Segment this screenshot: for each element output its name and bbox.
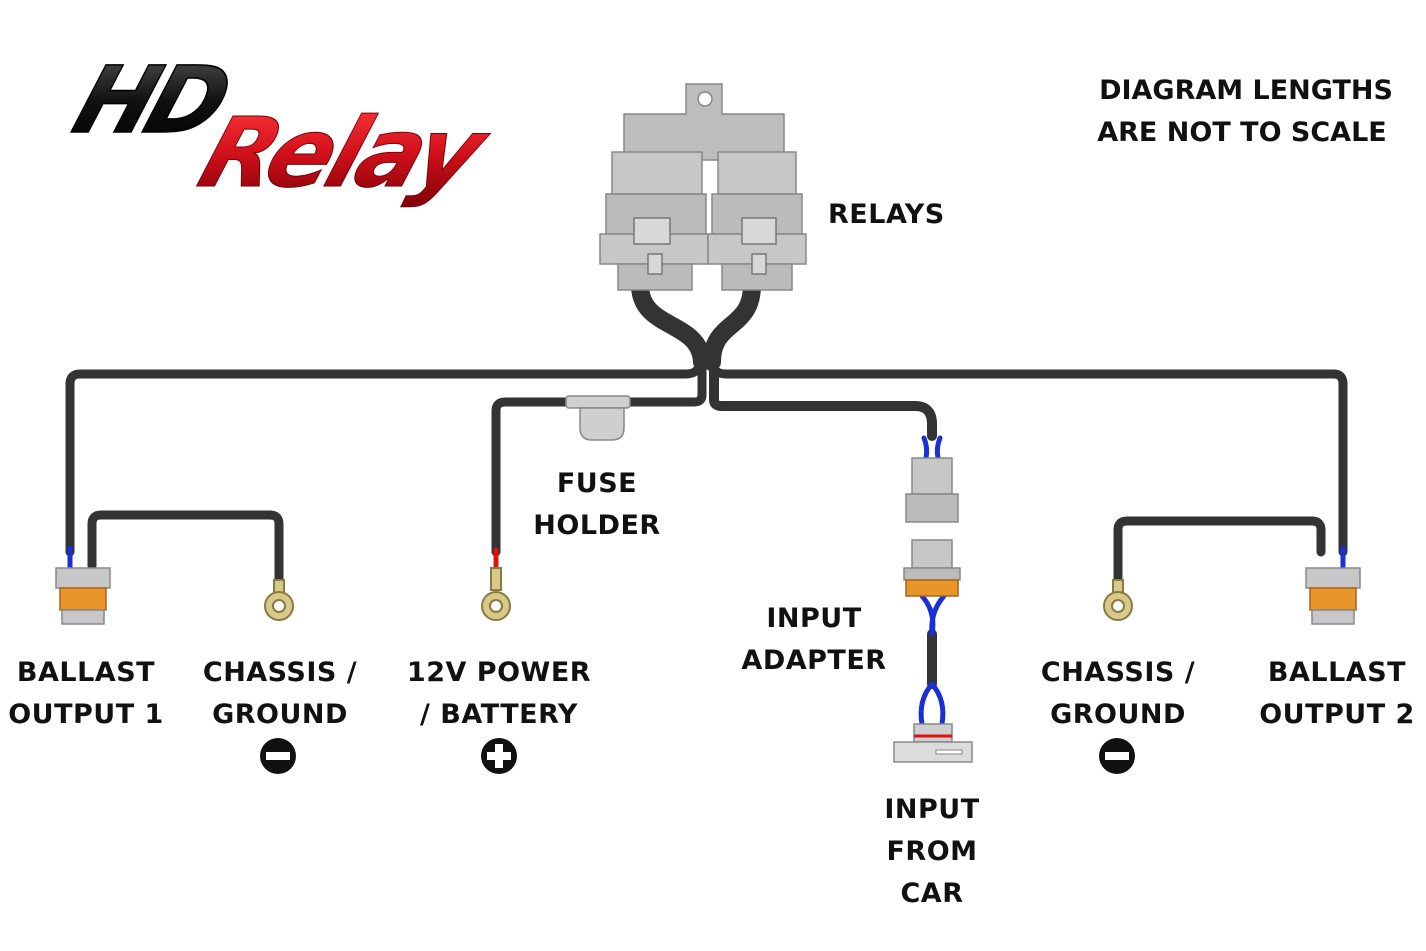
scale-note: DIAGRAM LENGTHS ARE NOT TO SCALE [1097, 75, 1393, 148]
ballast-output-2-label: BALLAST OUTPUT 2 [1254, 652, 1420, 736]
wire-ground-left [87, 510, 284, 595]
relays-label: RELAYS [828, 194, 945, 236]
blue-pair-adapter-top [921, 435, 943, 461]
ring-terminal-ground-left [264, 579, 294, 621]
colored-wire-ends [67, 435, 1346, 727]
chassis-ground-left-label-line2: GROUND [212, 699, 348, 730]
chassis-ground-left-label: CHASSIS / GROUND [198, 652, 362, 736]
relays-label-text: RELAYS [828, 199, 945, 230]
plus-icon [481, 738, 517, 774]
input-from-car-label-line3: CAR [900, 878, 964, 909]
bracket-hole [697, 91, 713, 107]
minus-icon-right [1099, 738, 1135, 774]
ring-terminals [264, 567, 1133, 621]
blue-pair-adapter-bottom [918, 681, 946, 727]
ballast-output-1-label-line1: BALLAST [16, 657, 156, 688]
fuse-holder-label-line1: FUSE [556, 468, 638, 499]
power-battery-label-line2: / BATTERY [420, 699, 578, 730]
ring-terminal-power [481, 567, 511, 621]
ballast-output-1-label: BALLAST OUTPUT 1 [4, 652, 168, 736]
blue-pair-adapter-mid [919, 593, 947, 637]
input-from-car-label: INPUT FROM CAR [872, 789, 992, 915]
ballast-output-2-label-line1: BALLAST [1267, 657, 1407, 688]
relay-right [707, 151, 807, 291]
fuse-holder-label: FUSE HOLDER [524, 463, 670, 547]
wires [65, 276, 1348, 689]
minus-icon-left [260, 738, 296, 774]
scale-note-line2: ARE NOT TO SCALE [1097, 117, 1386, 148]
chassis-ground-left-label-line1: CHASSIS / [202, 657, 358, 688]
power-battery-label: 12V POWER / BATTERY [404, 652, 594, 736]
scale-note-line1: DIAGRAM LENGTHS [1099, 75, 1393, 106]
logo-hd-text: HD [62, 47, 241, 154]
ballast-output-2-label-line2: OUTPUT 2 [1259, 699, 1415, 730]
input-adapter-connector [903, 457, 961, 597]
input-adapter-label-line2: ADAPTER [741, 645, 887, 676]
wire-input [709, 365, 937, 441]
harness-right [703, 276, 761, 371]
relay-left [599, 151, 709, 291]
ballast-connector-2 [1305, 567, 1361, 625]
input-adapter-label-line1: INPUT [766, 603, 862, 634]
car-input-plug [893, 723, 973, 763]
fuse-holder-label-line2: HOLDER [533, 510, 661, 541]
chassis-ground-right-label: CHASSIS / GROUND [1036, 652, 1200, 736]
input-from-car-label-line2: FROM [886, 836, 978, 867]
chassis-ground-right-label-line2: GROUND [1050, 699, 1186, 730]
fuse-holder [565, 395, 631, 441]
ring-terminal-ground-right [1103, 579, 1133, 621]
logo-relay-text: Relay [187, 98, 502, 209]
ballast-connector-1 [55, 567, 111, 625]
hd-relay-logo: HD Relay [61, 46, 503, 209]
input-adapter-label: INPUT ADAPTER [736, 598, 892, 682]
ballast-output-1-label-line2: OUTPUT 1 [8, 699, 164, 730]
input-from-car-label-line1: INPUT [884, 794, 980, 825]
wire-ground-right [1113, 516, 1326, 595]
power-battery-label-line1: 12V POWER [406, 657, 592, 688]
chassis-ground-right-label-line1: CHASSIS / [1040, 657, 1196, 688]
harness-left [631, 276, 711, 371]
relay-assembly [599, 83, 807, 291]
